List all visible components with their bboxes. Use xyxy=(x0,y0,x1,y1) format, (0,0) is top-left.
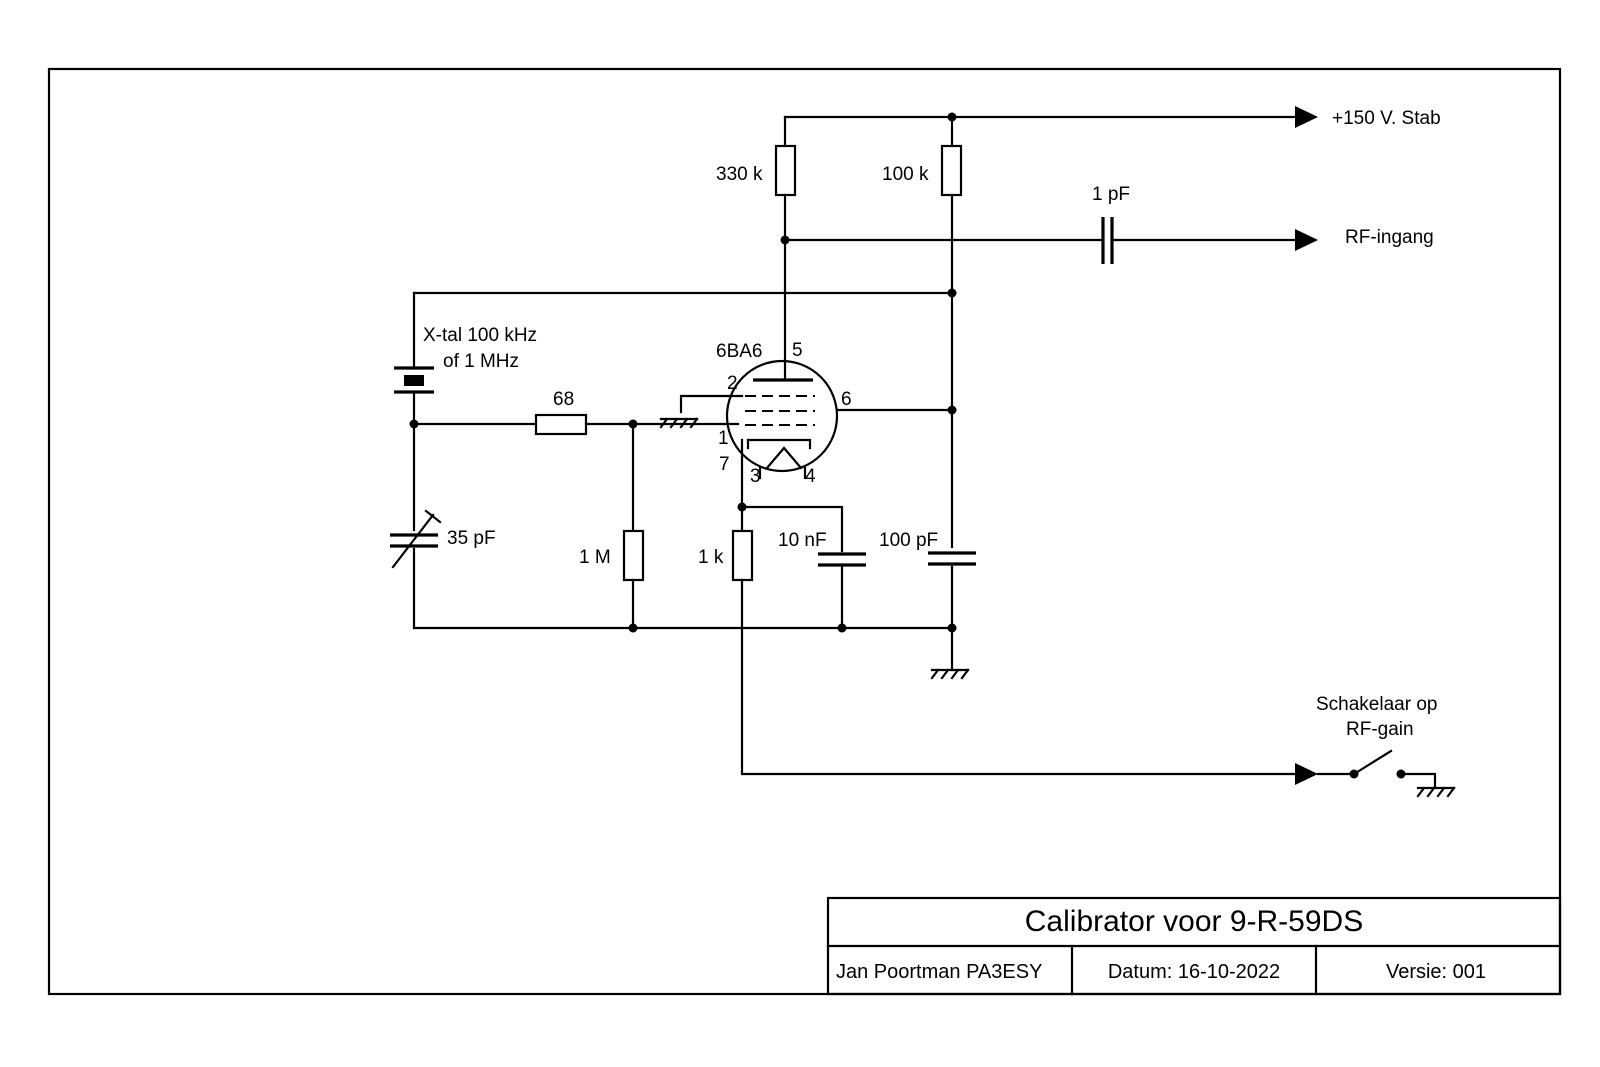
resistor-330k xyxy=(774,144,797,197)
ground-symbol-suppressor xyxy=(659,417,699,429)
pin-6-label: 6 xyxy=(841,389,852,410)
title-block-version: Versie: 001 xyxy=(1386,961,1486,983)
rf-input-arrow xyxy=(1295,229,1318,251)
resistor-68-label: 68 xyxy=(553,389,574,410)
title-block-author: Jan Poortman PA3ESY xyxy=(836,961,1042,983)
switch-label-line1: Schakelaar op xyxy=(1316,694,1437,715)
junction-dots xyxy=(409,112,957,633)
title-block-date: Datum: 16-10-2022 xyxy=(1108,961,1280,983)
resistor-100k xyxy=(940,144,963,197)
pin-7-label: 7 xyxy=(719,454,730,475)
supply-arrow xyxy=(1295,106,1318,128)
supply-label: +150 V. Stab xyxy=(1332,108,1441,129)
capacitor-10nf-label: 10 nF xyxy=(778,530,827,551)
tube-label: 6BA6 xyxy=(716,341,762,362)
crystal-label-line2: of 1 MHz xyxy=(443,351,519,372)
resistor-1k xyxy=(731,529,754,582)
title-block-title: Calibrator voor 9-R-59DS xyxy=(1025,905,1363,938)
resistor-330k-label: 330 k xyxy=(716,164,763,185)
capacitor-100pf-label: 100 pF xyxy=(879,530,938,551)
ground-symbol-switch xyxy=(1416,786,1456,798)
trimmer-capacitor xyxy=(390,509,442,569)
switch-arrow xyxy=(1295,763,1318,785)
resistor-100k-label: 100 k xyxy=(882,164,929,185)
switch-label-line2: RF-gain xyxy=(1346,719,1414,740)
switch-rf-gain xyxy=(1316,749,1437,788)
resistor-68 xyxy=(534,413,588,436)
title-block xyxy=(826,896,1562,996)
pin-1-label: 1 xyxy=(718,428,729,449)
crystal xyxy=(394,366,434,394)
drawing-frame xyxy=(47,67,1562,996)
supply-rail xyxy=(783,106,1318,148)
resistor-1k-label: 1 k xyxy=(698,547,724,568)
tube-6ba6 xyxy=(725,359,839,480)
pin-5-label: 5 xyxy=(792,340,803,361)
crystal-label-line1: X-tal 100 kHz xyxy=(423,325,537,346)
ground-symbol-main xyxy=(930,668,970,680)
trimmer-capacitor-label: 35 pF xyxy=(447,528,496,549)
resistor-1m xyxy=(622,529,645,582)
rf-input-label: RF-ingang xyxy=(1345,227,1434,248)
capacitor-1pf-label: 1 pF xyxy=(1092,184,1130,205)
resistor-1m-label: 1 M xyxy=(579,547,611,568)
pin-2-label: 2 xyxy=(727,373,738,394)
pin-4-label: 4 xyxy=(805,466,816,487)
pin-3-label: 3 xyxy=(750,466,761,487)
